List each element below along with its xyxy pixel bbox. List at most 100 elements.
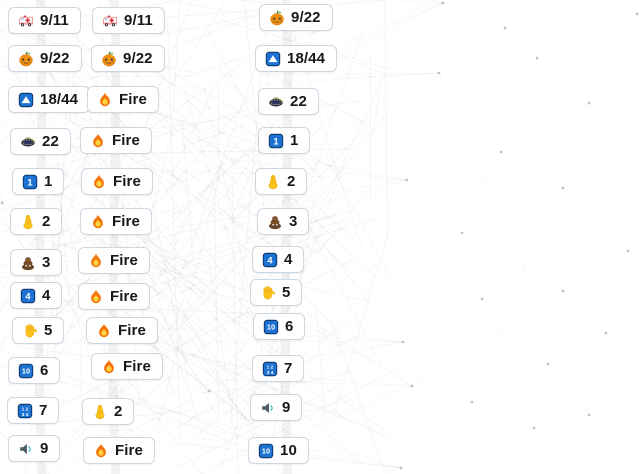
svg-text:1 2: 1 2	[22, 406, 29, 412]
item-label: 3	[42, 254, 51, 271]
keycap-10-icon: 10	[18, 363, 34, 379]
item-card[interactable]: Fire	[87, 86, 159, 113]
jack-o-lantern-icon	[18, 50, 34, 67]
fire-icon	[101, 359, 117, 375]
pile-of-poo-icon	[20, 255, 36, 271]
item-card[interactable]: Fire	[78, 247, 150, 274]
flying-saucer-icon	[20, 134, 36, 150]
fire-icon	[91, 174, 107, 190]
item-label: 4	[42, 287, 51, 304]
item-label: 9/22	[40, 50, 70, 67]
up-button-icon	[265, 51, 281, 67]
item-label: 10	[280, 442, 297, 459]
item-card[interactable]: 9/11	[92, 7, 165, 34]
svg-text:1: 1	[273, 136, 278, 146]
raised-hand-icon	[260, 285, 276, 301]
svg-text:10: 10	[267, 322, 275, 331]
item-label: Fire	[110, 252, 138, 269]
item-label: 18/44	[40, 91, 79, 108]
item-card[interactable]: 9/22	[91, 45, 165, 72]
item-label: 7	[284, 360, 293, 377]
item-card[interactable]: 22	[10, 128, 71, 155]
up-button-icon	[18, 92, 34, 108]
item-label: 3	[289, 213, 298, 230]
item-label: Fire	[112, 213, 140, 230]
crossed-fingers-icon	[265, 174, 281, 190]
item-label: 5	[44, 322, 53, 339]
item-card[interactable]: 22	[258, 88, 319, 115]
item-label: Fire	[119, 91, 147, 108]
item-card[interactable]: Fire	[91, 353, 163, 380]
item-card[interactable]: 9/11	[8, 7, 81, 34]
keycap-1-icon: 1	[268, 133, 284, 149]
item-label: 6	[285, 318, 294, 335]
item-card[interactable]: Fire	[78, 283, 150, 310]
keycap-1-icon: 1	[22, 174, 38, 190]
item-label: 9/22	[291, 9, 321, 26]
item-card[interactable]: 10 10	[248, 437, 309, 464]
item-card[interactable]: 5	[12, 317, 65, 344]
item-label: 5	[282, 284, 291, 301]
svg-text:10: 10	[262, 446, 270, 455]
item-card[interactable]: 2	[10, 208, 63, 235]
fire-icon	[96, 323, 112, 339]
fire-icon	[90, 133, 106, 149]
item-label: 9/11	[124, 12, 153, 29]
item-label: 9	[40, 440, 49, 457]
item-label: 7	[39, 402, 48, 419]
item-card[interactable]: 9/22	[259, 4, 333, 31]
keycap-4-icon: 4	[20, 288, 36, 304]
item-label: 1	[290, 132, 299, 149]
flying-saucer-icon	[268, 94, 284, 110]
item-card[interactable]: Fire	[80, 208, 152, 235]
svg-text:4: 4	[25, 291, 31, 301]
item-label: Fire	[115, 442, 143, 459]
ambulance-icon	[18, 13, 34, 29]
item-card[interactable]: 5	[250, 279, 303, 306]
item-card[interactable]: 2	[255, 168, 308, 195]
fire-icon	[88, 253, 104, 269]
item-card[interactable]: 9	[250, 394, 303, 421]
speaker-icon	[18, 441, 34, 457]
item-label: 2	[287, 173, 296, 190]
raised-hand-icon	[22, 323, 38, 339]
item-label: Fire	[113, 173, 141, 190]
fire-icon	[93, 443, 109, 459]
item-card[interactable]: Fire	[83, 437, 155, 464]
svg-text:3 4: 3 4	[22, 411, 29, 417]
item-label: 4	[284, 251, 293, 268]
svg-text:1: 1	[27, 177, 32, 187]
keycap-10-icon: 10	[263, 319, 279, 335]
item-label: 9/11	[40, 12, 69, 29]
item-card[interactable]: 9	[8, 435, 61, 462]
fire-icon	[88, 289, 104, 305]
ambulance-icon	[102, 13, 118, 29]
item-card[interactable]: 18/44	[255, 45, 338, 72]
item-card[interactable]: Fire	[81, 168, 153, 195]
item-card[interactable]: 3	[10, 249, 63, 276]
item-card[interactable]: 10 6	[253, 313, 306, 340]
item-card[interactable]: 2	[82, 398, 135, 425]
item-label: 9/22	[123, 50, 153, 67]
item-card[interactable]: Fire	[86, 317, 158, 344]
item-label: 22	[42, 133, 59, 150]
svg-text:3 4: 3 4	[267, 369, 274, 375]
item-label: 2	[42, 213, 51, 230]
item-card[interactable]: Fire	[80, 127, 152, 154]
item-label: 9	[282, 399, 291, 416]
item-label: Fire	[112, 132, 140, 149]
item-card[interactable]: 18/44	[8, 86, 91, 113]
item-label: Fire	[110, 288, 138, 305]
item-card[interactable]: 9/22	[8, 45, 82, 72]
item-label: Fire	[123, 358, 151, 375]
item-card[interactable]: 3	[257, 208, 310, 235]
